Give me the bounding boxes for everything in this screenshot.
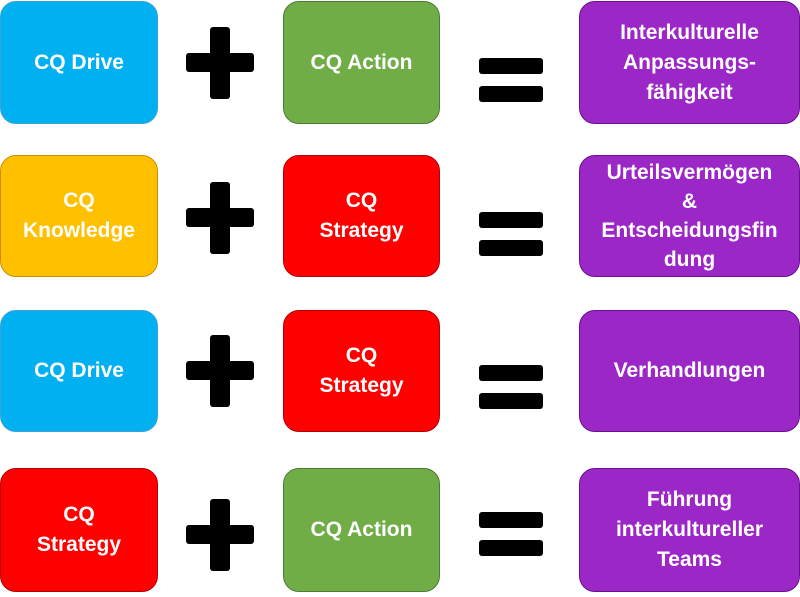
equals-icon: [479, 58, 543, 102]
cq-drive-box: CQ Drive: [0, 310, 158, 432]
plus-icon: [186, 499, 254, 571]
equals-icon: [479, 365, 543, 409]
plus-icon: [186, 27, 254, 99]
plus-icon: [186, 335, 254, 407]
cq-drive-box: CQ Drive: [0, 1, 158, 124]
cq-strategy-box: CQ Strategy: [0, 468, 158, 592]
cq-knowledge-box: CQ Knowledge: [0, 155, 158, 277]
equals-icon: [479, 212, 543, 256]
result-box-verhandlungen: Verhandlungen: [579, 310, 800, 432]
cq-strategy-box: CQ Strategy: [283, 155, 440, 277]
result-box-anpassungsfaehigkeit: Interkulturelle Anpassungs- fähigkeit: [579, 1, 800, 124]
plus-icon: [186, 182, 254, 254]
equals-icon: [479, 512, 543, 556]
cq-action-box: CQ Action: [283, 468, 440, 592]
cq-action-box: CQ Action: [283, 1, 440, 124]
result-box-fuehrung-teams: Führung interkultureller Teams: [579, 468, 800, 592]
cq-strategy-box: CQ Strategy: [283, 310, 440, 432]
result-box-urteilsvermoegen: Urteilsvermögen & Entscheidungsfin dung: [579, 155, 800, 277]
